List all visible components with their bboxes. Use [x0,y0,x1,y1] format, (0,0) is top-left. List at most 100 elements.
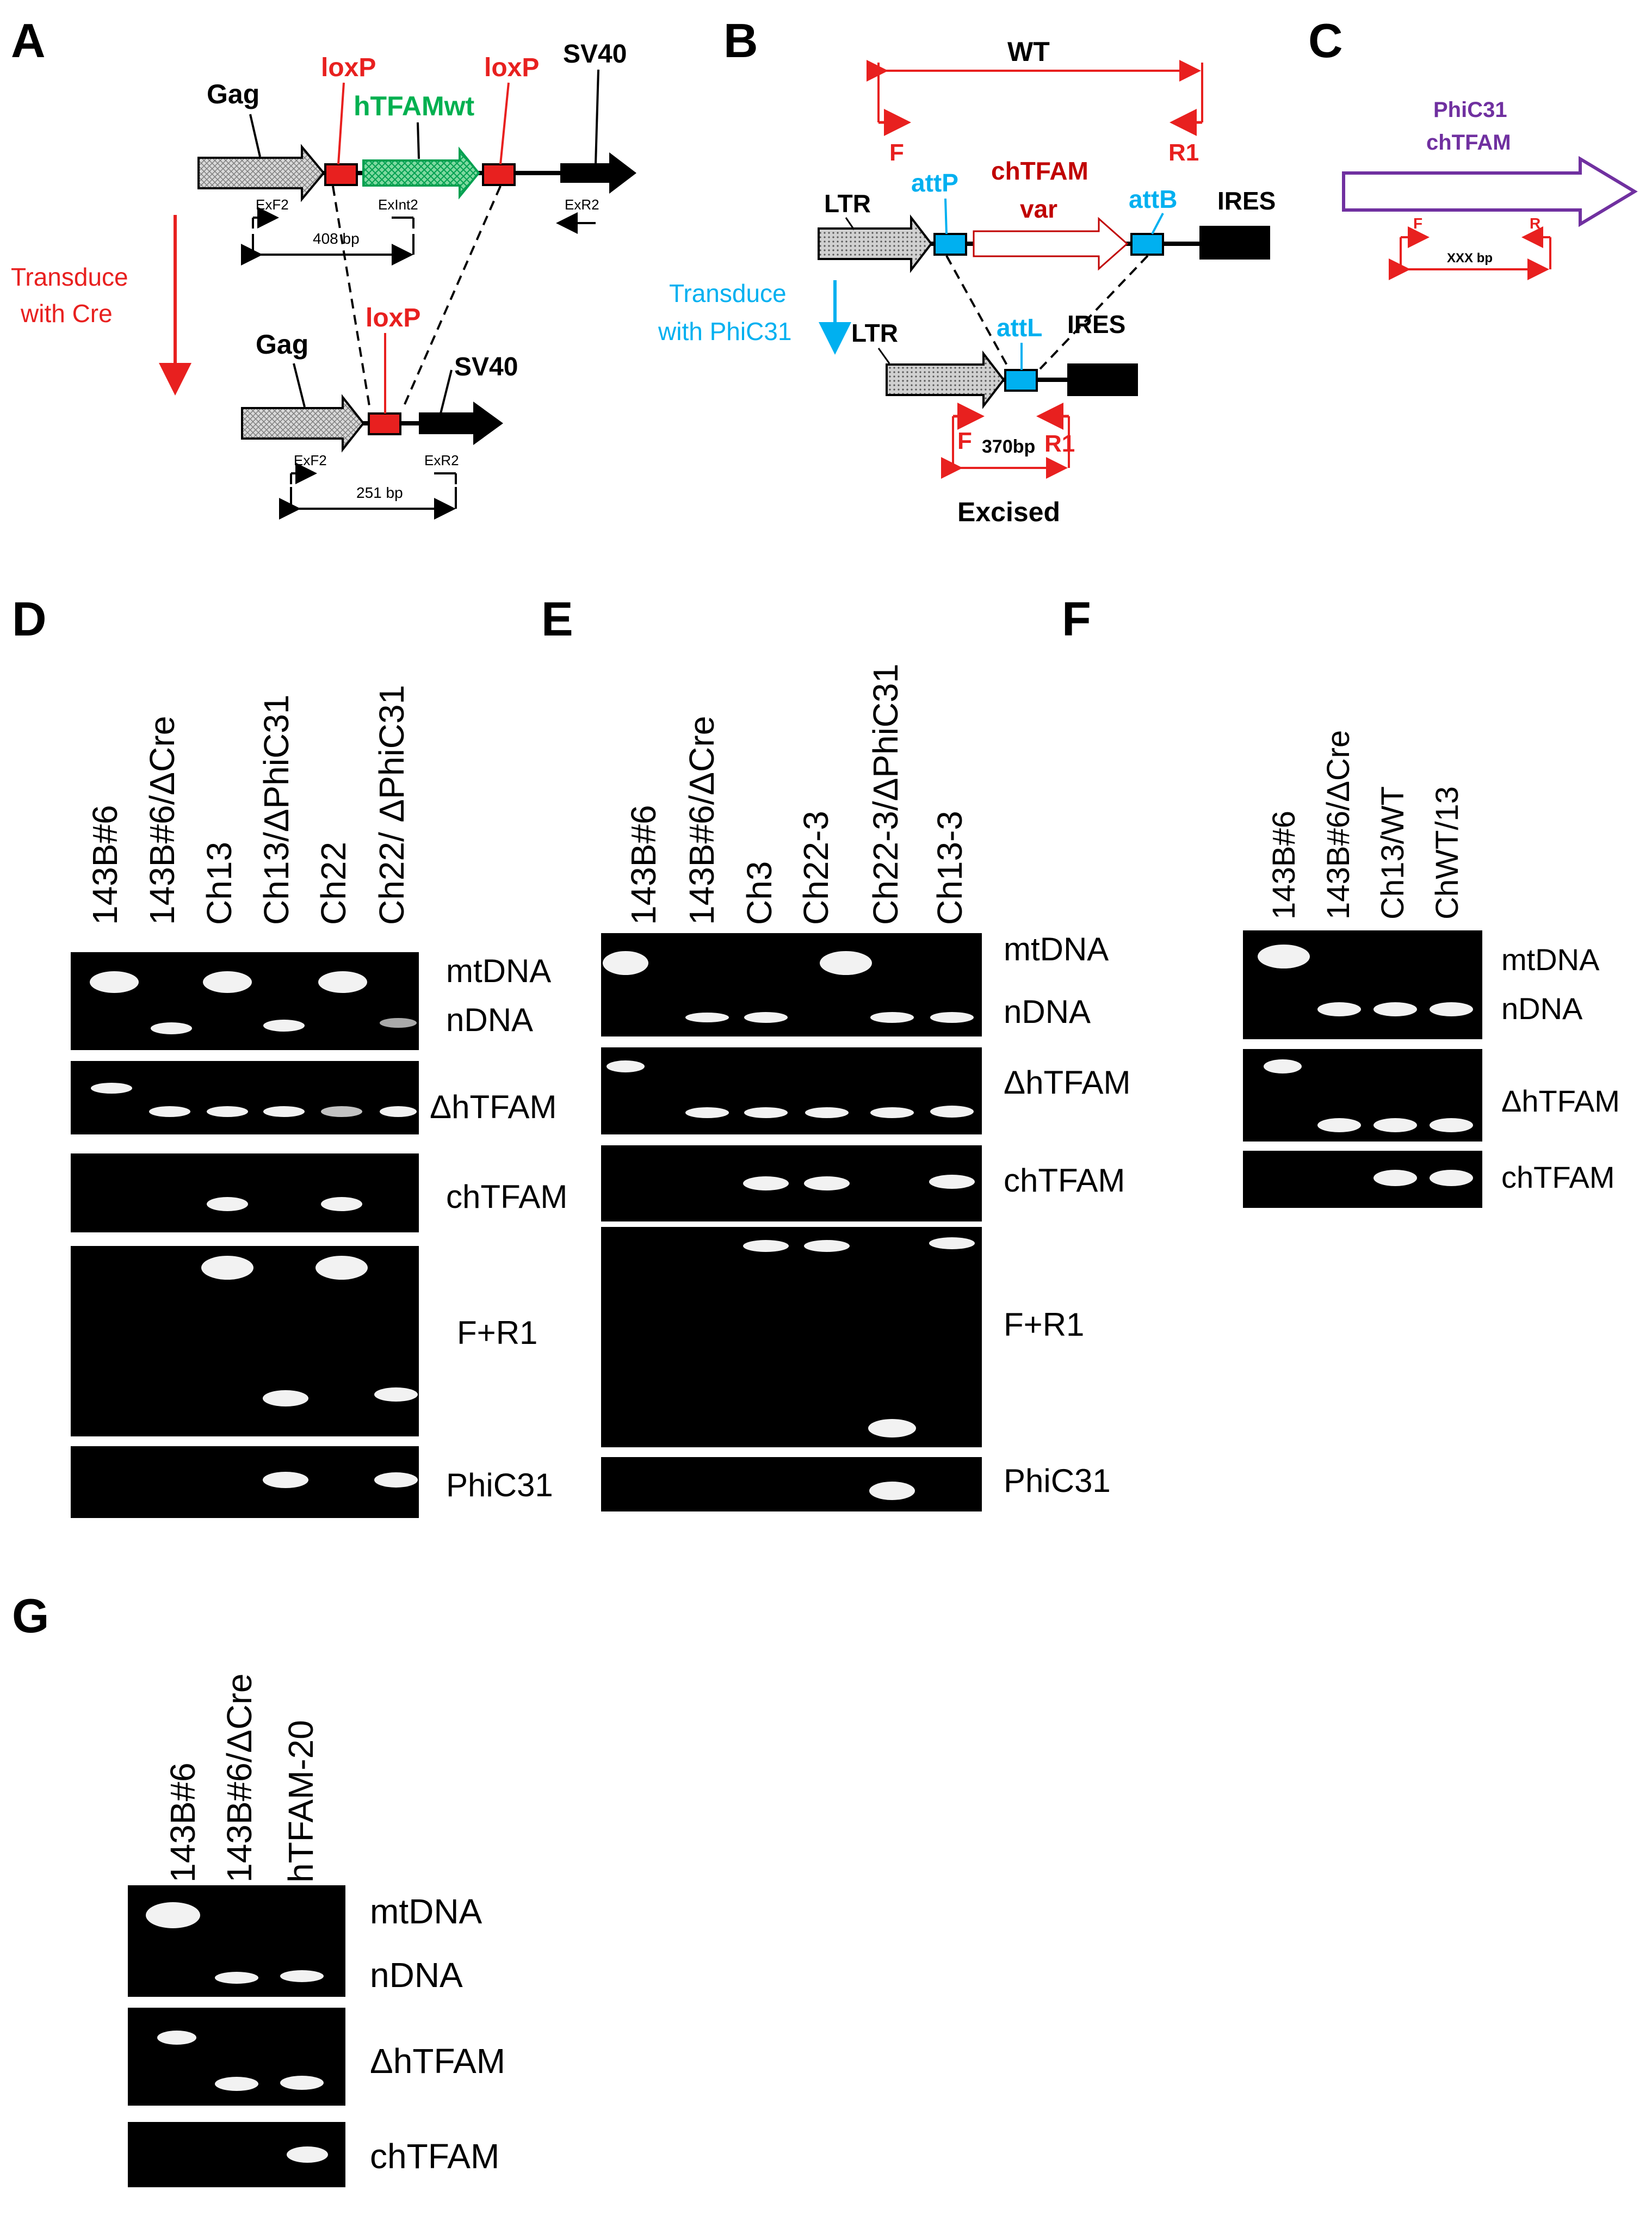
attp-box [933,233,967,256]
band [820,951,872,975]
transduce-cre-line2: with Cre [20,299,113,328]
band [157,2031,196,2045]
band [1430,1118,1473,1132]
band [743,1240,789,1252]
htfamwt-arrow [362,146,480,200]
band [868,1419,916,1437]
size-label-c: XXX bp [1447,251,1493,266]
transduce-phic31-line2: with PhiC31 [658,317,791,345]
gel-e-mtdna [601,933,982,1036]
band [869,1482,915,1500]
panel-d: D 143B#6 143B#6/ΔCre Ch13 Ch13/ΔPhiC31 C… [12,592,567,1518]
wt-label: WT [1007,36,1050,67]
sv40-arrow-bottom [419,402,503,445]
lane-label: Ch3 [740,861,779,925]
gel-d-fr1 [71,1246,419,1436]
panel-g-letter: G [12,1589,49,1643]
gel-e-fr1 [601,1227,982,1447]
gel-d-bands [90,971,418,1488]
band [1317,1002,1361,1016]
row-label: F+R1 [457,1315,537,1351]
f-label-c: F [1413,215,1422,232]
attb-box [1130,233,1164,256]
band [1430,1170,1473,1186]
band [743,1176,789,1190]
chtfam-var-arrow [973,217,1129,271]
band [929,1175,975,1189]
gel-d-mtdna [71,952,419,1050]
lane-label: 143B#6/ΔCre [220,1674,259,1883]
loxp-box-right [482,163,516,186]
lane-label: Ch13-3 [930,811,969,925]
lane-label: hTFAM-20 [281,1720,320,1883]
panel-c-letter: C [1308,14,1343,67]
band [374,1387,418,1402]
lane-label: 143B#6 [85,805,125,925]
band [318,971,367,993]
phic31-label-c: PhiC31 [1433,98,1507,122]
band [1264,1059,1302,1073]
panel-a-letter: A [11,14,46,67]
var-label: var [1020,195,1057,223]
band [287,2146,328,2163]
band [207,1106,248,1117]
band [870,1012,914,1023]
band [215,1972,258,1984]
ires-label-bottom: IRES [1067,310,1125,338]
attl-box [1004,369,1038,392]
band [201,1256,253,1280]
row-label: nDNA [370,1955,463,1995]
gag-arrow-top [197,144,325,202]
gel-e-chtfam [601,1145,982,1221]
band [321,1106,362,1117]
lane-label: Ch13/WT [1375,786,1410,920]
band [380,1106,417,1117]
ltr-label-bottom: LTR [851,319,898,347]
band [151,1022,192,1034]
band [149,1106,190,1117]
lane-label: 143B#6/ΔCre [682,716,721,925]
gel-d-dhtfam [71,1061,419,1134]
exr2-label-bottom: ExR2 [424,452,459,468]
transduce-cre-line1: Transduce [11,263,128,291]
row-label: mtDNA [1501,942,1600,977]
panel-d-letter: D [12,592,47,646]
ltr-arrow-bottom [886,350,1005,409]
f-label-top: F [889,139,904,166]
r1-label-top: R1 [1168,139,1199,166]
attp-label: attP [911,169,958,197]
row-label: PhiC31 [446,1467,553,1503]
lane-label: Ch22/ ΔPhiC31 [372,685,411,925]
band [321,1197,362,1211]
row-label: ΔhTFAM [1501,1084,1620,1118]
exf2-label-top: ExF2 [256,196,289,213]
band [1258,945,1310,968]
band [603,951,648,975]
sv40-label-bottom: SV40 [454,353,518,381]
size-label-bottom: 251 bp [356,484,403,501]
loxp-box-bottom [368,412,401,435]
band [1373,1118,1417,1132]
attb-label: attB [1129,185,1177,213]
panel-c: C PhiC31 chTFAM F R XXX bp [1308,14,1638,280]
chtfam-label-c: chTFAM [1426,131,1511,155]
ltr-label-top: LTR [824,189,871,218]
loxp-label-right: loxP [484,53,539,82]
lane-label: 143B#6 [163,1762,202,1883]
row-label: mtDNA [370,1892,482,1931]
row-label: mtDNA [1004,931,1109,967]
panel-a: A Gag loxP hTFAMwt loxP SV40 ExF2 ExInt2… [11,14,636,520]
phic31-chtfam-arrow [1342,156,1638,227]
lane-label: 143B#6/ΔCre [1321,730,1356,920]
band [90,971,139,993]
band [1430,1002,1473,1016]
gag-arrow-bottom [241,394,365,453]
row-label: ΔhTFAM [370,2041,505,2081]
band [146,1902,200,1928]
lane-label: 143B#6 [624,805,663,925]
row-label: chTFAM [1501,1160,1614,1194]
panel-e: E 143B#6 143B#6/ΔCre Ch3 Ch22-3 Ch22-3/Δ… [541,592,1130,1511]
lane-label: Ch13 [200,842,239,925]
band [805,1107,849,1118]
